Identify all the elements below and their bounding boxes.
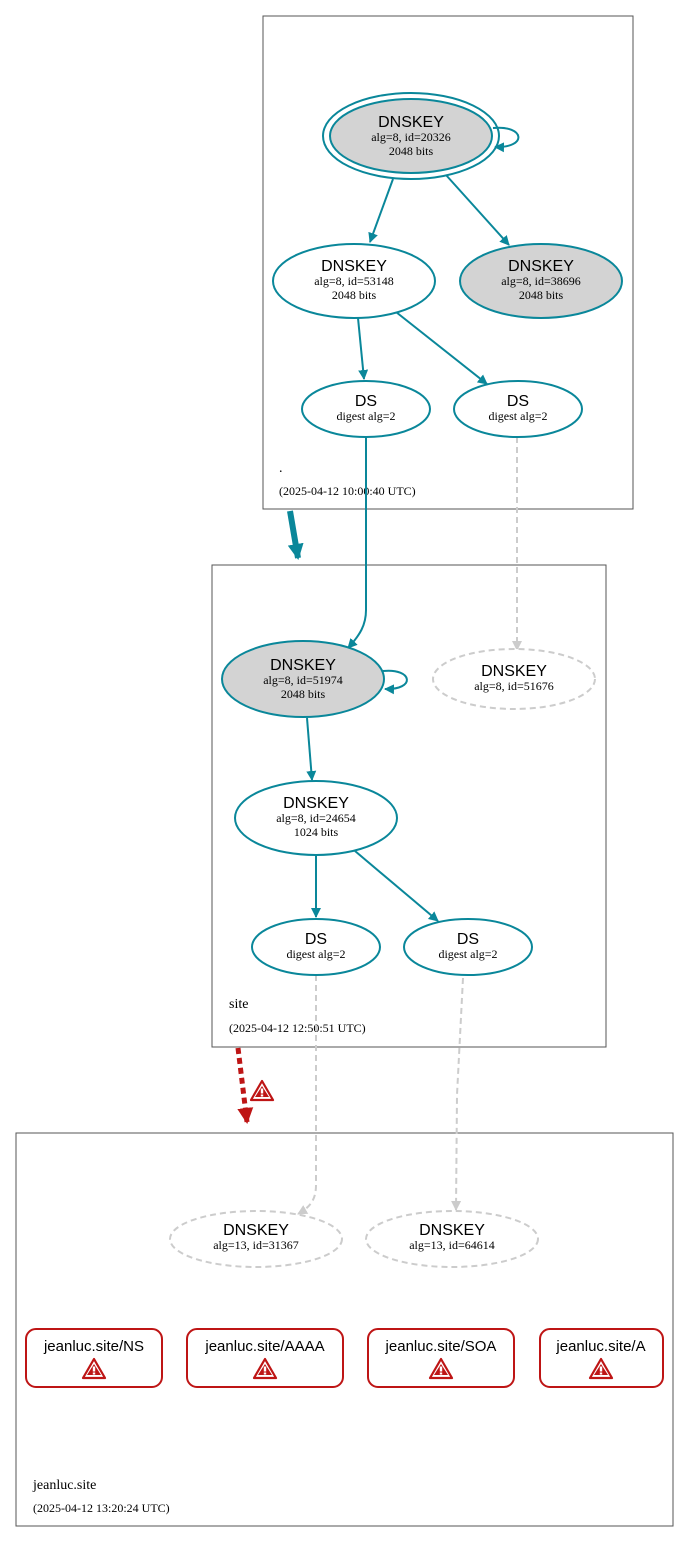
jl-key1-title: DNSKEY: [223, 1222, 289, 1239]
root-ksk-self-sign-edge: [492, 126, 520, 153]
jl-key2-node[interactable]: DNSKEY alg=13, id=64614: [365, 1210, 539, 1268]
root-ksk-to-zsk1-edge: [368, 178, 394, 243]
site-ds2-to-jl-key2-edge: [451, 977, 464, 1211]
delegation-site-to-jeanluc-edge: [235, 1047, 254, 1124]
site-ksk-to-zsk-edge: [306, 717, 317, 781]
jl-key2-alg: alg=13, id=64614: [409, 1238, 495, 1252]
zone-root: . (2025-04-12 10:00:40 UTC): [262, 15, 634, 510]
root-zsk2-title: DNSKEY: [508, 258, 574, 275]
site-zsk-title: DNSKEY: [283, 795, 349, 812]
root-ds2-digest: digest alg=2: [488, 409, 547, 423]
rrset-ns-label: jeanluc.site/NS: [43, 1338, 144, 1355]
site-ksk-node[interactable]: DNSKEY alg=8, id=51974 2048 bits: [221, 640, 385, 718]
rrset-soa-label: jeanluc.site/SOA: [385, 1338, 497, 1355]
root-ds2-title: DS: [507, 393, 529, 410]
site-ds1-digest: digest alg=2: [286, 947, 345, 961]
jl-key1-node[interactable]: DNSKEY alg=13, id=31367: [169, 1210, 343, 1268]
site-zsk-node[interactable]: DNSKEY alg=8, id=24654 1024 bits: [234, 780, 398, 856]
rrset-ns-node[interactable]: jeanluc.site/NS: [25, 1328, 163, 1388]
site-ds1-node[interactable]: DS digest alg=2: [251, 918, 381, 976]
rrset-aaaa-node[interactable]: jeanluc.site/AAAA: [186, 1328, 344, 1388]
jl-key1-alg: alg=13, id=31367: [213, 1238, 299, 1252]
site-zsk-bits: 1024 bits: [294, 825, 339, 839]
rrset-a-label: jeanluc.site/A: [555, 1338, 645, 1355]
root-zsk1-to-ds2-edge: [395, 311, 488, 385]
root-ds1-to-site-ksk-edge: [347, 437, 367, 649]
zone-jeanluc: jeanluc.site (2025-04-12 13:20:24 UTC): [15, 1132, 674, 1527]
zone-jeanluc-label: jeanluc.site: [32, 1478, 96, 1493]
root-ds2-node[interactable]: DS digest alg=2: [453, 380, 583, 438]
rrset-soa-node[interactable]: jeanluc.site/SOA: [367, 1328, 515, 1388]
zone-jeanluc-timestamp: (2025-04-12 13:20:24 UTC): [33, 1501, 170, 1515]
delegation-root-to-site-edge: [287, 510, 304, 560]
jl-key2-title: DNSKEY: [419, 1222, 485, 1239]
root-zsk1-to-ds1-edge: [357, 317, 369, 380]
root-zsk2-alg: alg=8, id=38696: [501, 274, 581, 288]
site-ksk-self-sign-edge: [382, 669, 408, 695]
site-missing-key-title: DNSKEY: [481, 663, 547, 680]
root-ds1-title: DS: [355, 393, 377, 410]
zone-root-label: .: [279, 461, 283, 476]
site-ksk-bits: 2048 bits: [281, 687, 326, 701]
site-ksk-title: DNSKEY: [270, 657, 336, 674]
root-ksk-to-zsk2-edge: [445, 174, 510, 246]
root-zsk1-bits: 2048 bits: [332, 288, 377, 302]
root-zsk1-alg: alg=8, id=53148: [314, 274, 394, 288]
zone-site-timestamp: (2025-04-12 12:50:51 UTC): [229, 1021, 366, 1035]
rrset-aaaa-label: jeanluc.site/AAAA: [204, 1338, 324, 1355]
zone-root-timestamp: (2025-04-12 10:00:40 UTC): [279, 484, 416, 498]
rrset-a-node[interactable]: jeanluc.site/A: [539, 1328, 664, 1388]
site-missing-key-alg: alg=8, id=51676: [474, 679, 554, 693]
site-zsk-alg: alg=8, id=24654: [276, 811, 356, 825]
site-missing-key-node[interactable]: DNSKEY alg=8, id=51676: [432, 648, 596, 710]
site-ksk-alg: alg=8, id=51974: [263, 673, 343, 687]
site-ds1-to-jl-key1-edge: [297, 975, 317, 1215]
root-ksk-alg: alg=8, id=20326: [371, 130, 451, 144]
site-ds2-title: DS: [457, 931, 479, 948]
root-ksk-node[interactable]: DNSKEY alg=8, id=20326 2048 bits: [322, 92, 500, 180]
zone-site: site (2025-04-12 12:50:51 UTC): [211, 564, 607, 1048]
delegation-warning-icon: [249, 1079, 275, 1102]
site-zsk-to-ds2-edge: [354, 850, 439, 922]
root-ds1-node[interactable]: DS digest alg=2: [301, 380, 431, 438]
zone-site-label: site: [229, 997, 248, 1012]
site-ds2-node[interactable]: DS digest alg=2: [403, 918, 533, 976]
root-zsk1-node[interactable]: DNSKEY alg=8, id=53148 2048 bits: [272, 243, 436, 319]
root-ksk-bits: 2048 bits: [389, 144, 434, 158]
root-ksk-title: DNSKEY: [378, 114, 444, 131]
site-ds2-digest: digest alg=2: [438, 947, 497, 961]
root-zsk2-node[interactable]: DNSKEY alg=8, id=38696 2048 bits: [459, 243, 623, 319]
root-ds1-digest: digest alg=2: [336, 409, 395, 423]
root-zsk1-title: DNSKEY: [321, 258, 387, 275]
site-ds1-title: DS: [305, 931, 327, 948]
root-zsk2-bits: 2048 bits: [519, 288, 564, 302]
